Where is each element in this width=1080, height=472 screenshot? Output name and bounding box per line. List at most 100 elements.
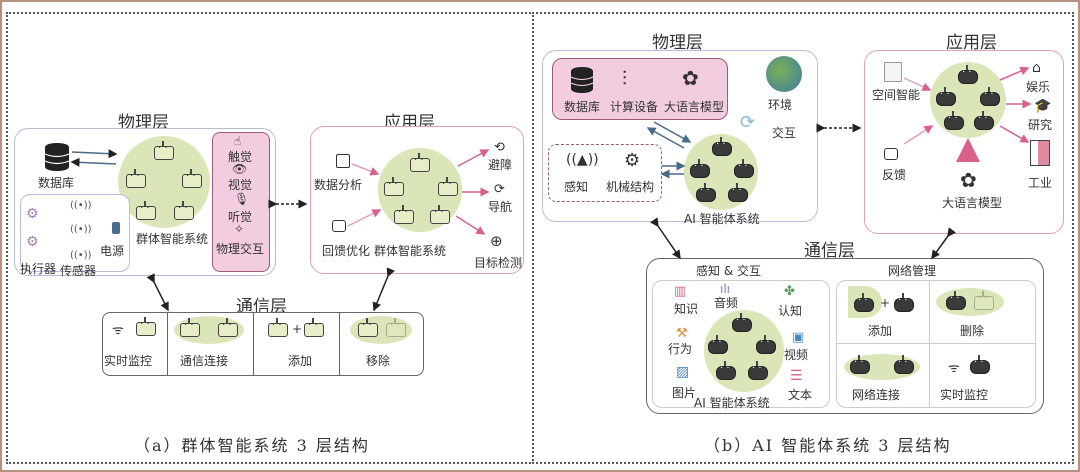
robot-icon (218, 318, 238, 337)
data-analysis-icon (336, 154, 350, 168)
feedback-icon (884, 148, 898, 160)
robot-icon (732, 313, 752, 332)
behavior-label: 行为 (668, 342, 693, 356)
communication-layer-title: 通信层 (804, 241, 855, 261)
robot-icon (358, 318, 378, 337)
net-connection: 网络连接 (852, 388, 901, 402)
wifi-icon: ᯤ (948, 361, 960, 376)
industry-label: 工业 (1028, 176, 1053, 190)
database-icon (570, 66, 594, 98)
robot-icon (894, 293, 914, 312)
caption-b: （b）AI 智能体系统 3 层结构 (704, 436, 952, 455)
robot-icon (716, 361, 736, 380)
robot-icon (268, 318, 288, 337)
interaction-icon: ✧ (234, 222, 245, 236)
robot-icon (438, 177, 458, 196)
research-label: 研究 (1028, 118, 1053, 132)
network-title: 网络管理 (888, 264, 937, 278)
robot-icon (136, 317, 156, 336)
comm-remove: 移除 (366, 354, 391, 368)
robot-icon (974, 111, 994, 130)
robot-icon (180, 318, 200, 337)
cognition-label: 认知 (778, 304, 803, 318)
spatial-intelligence-label: 空间智能 (872, 88, 921, 102)
obstacle-avoidance-icon: ⟲ (494, 140, 505, 155)
physical-layer-title: 物理层 (652, 33, 703, 53)
robot-icon (850, 355, 870, 374)
entertainment-label: 娱乐 (1026, 80, 1051, 94)
llm-icon: ✿ (960, 168, 977, 192)
image-label: 图片 (672, 386, 697, 400)
target-detection-label: 目标检测 (474, 256, 523, 270)
panel-a-swarm-system: 物理层 数据库 群体智能系统 ⚙ ⚙ ((•)) ((•)) ((•)) 执行器… (6, 12, 534, 464)
navigation-icon: ⟳ (494, 182, 505, 197)
robot-icon (854, 293, 874, 312)
actuator-label: 执行器 (20, 262, 57, 276)
database-label: 数据库 (38, 176, 75, 190)
robot-icon (174, 201, 194, 220)
robot-icon (970, 355, 990, 374)
robot-icon (958, 65, 978, 84)
comm-realtime-monitoring: 实时监控 (104, 354, 153, 368)
target-icon: ⊕ (490, 232, 503, 250)
text-label: 文本 (788, 388, 813, 402)
robot-icon (728, 183, 748, 202)
text-icon: ☰ (790, 368, 803, 384)
sense-vision: 视觉 (228, 178, 253, 192)
actuator-icon: ⚙ (26, 206, 39, 222)
net-realtime-monitoring: 实时监控 (940, 388, 989, 402)
robot-removed-icon (974, 291, 994, 310)
spatial-intelligence-icon (884, 62, 902, 82)
robot-icon (748, 361, 768, 380)
audio-label: 音频 (714, 296, 739, 310)
feedback-label: 反馈 (882, 168, 907, 182)
earth-icon (766, 56, 802, 92)
interaction-label: 交互 (772, 126, 797, 140)
robot-icon (944, 111, 964, 130)
feedback-label: 回馈优化 (322, 244, 371, 258)
body-mechanical: 机械结构 (606, 180, 655, 194)
touch-icon: ☝ (234, 134, 242, 148)
robot-removed-icon (386, 318, 406, 337)
video-icon: ▣ (792, 330, 805, 345)
environment-label: 环境 (768, 98, 793, 112)
robot-icon (708, 335, 728, 354)
robot-icon (946, 291, 966, 310)
hardware-subbox (20, 194, 130, 272)
robot-icon (410, 153, 430, 172)
robot-icon (712, 137, 732, 156)
feedback-icon (332, 220, 346, 232)
power-label: 电源 (100, 244, 125, 258)
sensor-icon: ((•)) (70, 224, 92, 235)
power-icon (112, 222, 120, 234)
resource-llm: 大语言模型 (664, 100, 725, 114)
agent-system-label: AI 智能体系统 (694, 396, 770, 410)
obstacle-avoidance-label: 避障 (488, 158, 513, 172)
eye-icon: 👁 (232, 162, 248, 176)
caption-a: （a）群体智能系统 3 层结构 (134, 436, 370, 455)
image-icon: ▨ (676, 364, 690, 380)
swarm-label: 群体智能系统 (136, 232, 209, 246)
robot-icon (154, 141, 174, 160)
resource-database: 数据库 (564, 100, 601, 114)
net-delete: 删除 (960, 324, 985, 338)
graduation-cap-icon: 🎓 (1034, 98, 1052, 114)
compute-device-icon: ⫶ (622, 66, 627, 90)
robot-icon (756, 335, 776, 354)
sense-hearing: 听觉 (228, 210, 253, 224)
factory-icon (1030, 140, 1050, 166)
panel-b-ai-agent-system: 物理层 数据库 ⫶ 计算设备 ✿ 大语言模型 环境 ⟳ 交互 ((▲)) 感知 … (532, 12, 1074, 464)
panel-b-arrows (646, 66, 1032, 260)
sensor-label: 传感器 (60, 264, 97, 278)
audio-icon: ılı (720, 282, 731, 296)
cognition-icon: ✤ (784, 284, 795, 299)
robot-icon (734, 159, 754, 178)
video-label: 视频 (784, 348, 809, 362)
resource-compute: 计算设备 (610, 100, 659, 114)
gear-icon: ⚙ (624, 150, 641, 171)
sensor-icon: ((•)) (70, 200, 92, 211)
comm-connection: 通信连接 (180, 354, 229, 368)
swarm-label: 群体智能系统 (374, 244, 447, 258)
cycle-icon: ⟳ (740, 112, 756, 133)
